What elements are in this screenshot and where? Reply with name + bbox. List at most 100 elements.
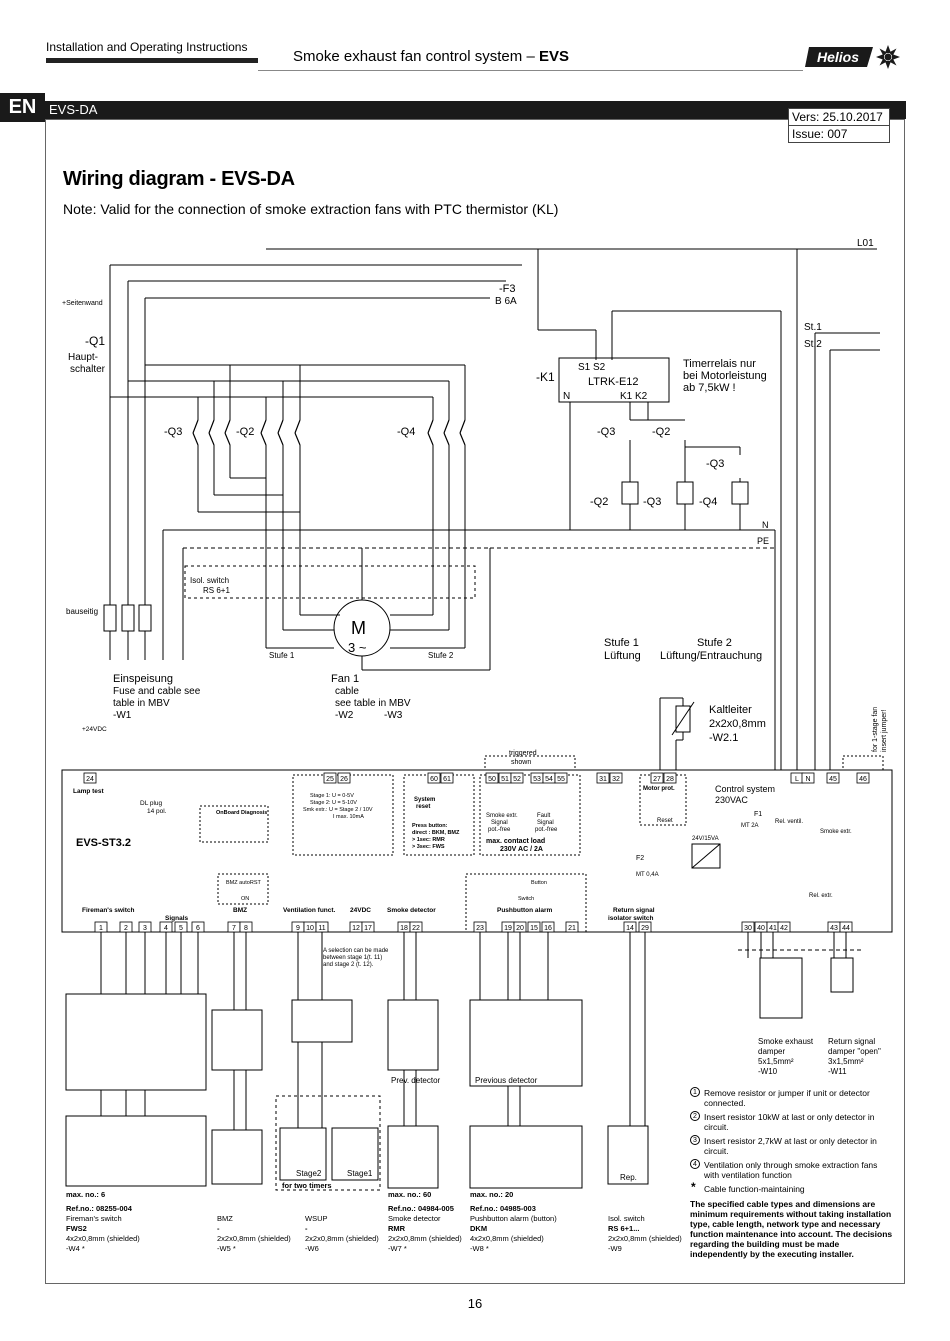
- cable-type: BMZ: [217, 1214, 233, 1223]
- header-thin-rule: [258, 70, 803, 71]
- terminal-number: 14: [626, 925, 634, 932]
- label-q4-main: -Q4: [397, 426, 415, 438]
- label-st1: St.1: [804, 322, 822, 333]
- cable-ref: Ref.no.: 04984-005: [388, 1204, 454, 1213]
- terminal-box: [440, 772, 454, 784]
- label-relventil: Rel. ventil.: [775, 819, 803, 825]
- label-n-bus: N: [762, 520, 769, 530]
- label-control-2: 230VAC: [715, 795, 748, 805]
- cable-tag: -W6: [305, 1244, 319, 1253]
- doc-id-tab: EVS-DA: [45, 101, 112, 119]
- terminal-number: 18: [400, 925, 408, 932]
- terminal-box: [777, 921, 791, 933]
- label-prev-det: Prev. detector: [391, 1076, 441, 1085]
- terminal-number: 50: [488, 776, 496, 783]
- label-k1-n: N: [563, 391, 570, 402]
- cable-code: RS 6+1...: [608, 1224, 639, 1233]
- cable-code: -: [305, 1224, 308, 1233]
- label-bmz: BMZ: [233, 907, 247, 914]
- terminal-number: 44: [842, 925, 850, 932]
- terminal-number: 40: [757, 925, 765, 932]
- terminal-box: [323, 772, 337, 784]
- label-fault-sig-1: Fault: [537, 813, 551, 819]
- label-einsp-3: table in MBV: [113, 698, 170, 709]
- terminal-box: [94, 921, 108, 933]
- label-v24dc: 24VDC: [350, 907, 371, 914]
- label-lamp: Lamp test: [73, 788, 105, 795]
- page-heading: Wiring diagram - EVS-DA: [63, 168, 295, 190]
- label-psu: 24V/15VA: [692, 836, 719, 842]
- terminal-number: 10: [306, 925, 314, 932]
- label-bmz-auto: BMZ autoRST: [226, 880, 261, 886]
- cable-code: -: [217, 1224, 220, 1233]
- language-tab: EN: [0, 93, 45, 122]
- terminal-number: 15: [530, 925, 538, 932]
- version-issue: Issue: 007: [789, 125, 889, 142]
- cable-type: WSUP: [305, 1214, 328, 1223]
- label-kalt-2: 2x2x0,8mm: [709, 718, 766, 730]
- label-return-1: Return signal: [613, 907, 655, 914]
- label-smkextr: Smk extr.: U = Stage 2 / 10V: [303, 807, 373, 813]
- version-box: Vers: 25.10.2017 Issue: 007: [788, 108, 890, 143]
- terminal-number: 19: [504, 925, 512, 932]
- terminal-number: 21: [568, 925, 576, 932]
- label-q2-aux: -Q2: [652, 426, 670, 438]
- legend-marker: 3: [690, 1135, 700, 1145]
- terminal-box: [856, 772, 870, 784]
- terminal-number: 61: [443, 776, 451, 783]
- label-control-1: Control system: [715, 784, 775, 794]
- terminal-box: [485, 772, 499, 784]
- label-retdamp-3: 3x1,5mm²: [828, 1057, 864, 1066]
- terminal-number: 20: [516, 925, 524, 932]
- label-f1: F1: [754, 811, 762, 818]
- label-mt2a: MT 2A: [741, 823, 759, 829]
- legend-marker: 1: [690, 1087, 700, 1097]
- label-on: ON: [241, 896, 249, 902]
- label-stufe2-txt-2: Lüftung/Entrauchung: [660, 650, 762, 662]
- label-q3-coil: -Q3: [643, 496, 661, 508]
- label-push-alarm: Pushbutton alarm: [497, 907, 552, 914]
- label-k1: -K1: [536, 370, 555, 384]
- label-24vdc: +24VDC: [82, 726, 107, 733]
- terminal-box: [159, 921, 173, 933]
- terminal-number: 27: [653, 776, 661, 783]
- terminal-number: 17: [364, 925, 372, 932]
- terminal-number: 7: [232, 925, 236, 932]
- label-retdamp-2: damper "open": [828, 1047, 881, 1056]
- terminal-box: [510, 772, 524, 784]
- terminal-box: [826, 772, 840, 784]
- label-two-timers: for two timers: [282, 1181, 332, 1190]
- cable-type: Smoke detector: [388, 1214, 441, 1223]
- terminal-box: [638, 921, 652, 933]
- label-fan-4: -W2: [335, 710, 354, 721]
- label-kalt-1: Kaltleiter: [709, 704, 752, 716]
- terminal-number: 26: [340, 776, 348, 783]
- terminal-number: N: [805, 776, 810, 783]
- label-hauptschalter-2: schalter: [70, 364, 106, 375]
- label-max20: max. no.: 20: [470, 1190, 513, 1199]
- label-fan-5: -W3: [384, 710, 403, 721]
- terminal-number: 25: [326, 776, 334, 783]
- label-k1k2: K1 K2: [620, 391, 648, 402]
- label-mt04a: MT 0,4A: [636, 872, 659, 878]
- label-return-2: isolator switch: [608, 915, 654, 922]
- terminal-number: 22: [412, 925, 420, 932]
- terminal-box: [239, 921, 253, 933]
- label-f3: -F3: [499, 283, 516, 295]
- label-hauptschalter-1: Haupt-: [68, 352, 98, 363]
- label-triggered-1: triggered: [509, 750, 537, 757]
- label-damper-4: -W10: [758, 1067, 778, 1076]
- label-damper-2: damper: [758, 1047, 785, 1056]
- terminal-number: 32: [612, 776, 620, 783]
- label-retdamp-4: -W11: [828, 1067, 847, 1076]
- terminal-number: 12: [352, 925, 360, 932]
- label-stufe1-txt-2: Lüftung: [604, 650, 641, 662]
- terminal-box: [473, 921, 487, 933]
- label-firemans: Fireman's switch: [82, 907, 135, 914]
- label-evs: EVS-ST3.2: [76, 837, 131, 849]
- terminal-box: [541, 921, 555, 933]
- terminal-number: 54: [545, 776, 553, 783]
- terminal-number: 30: [744, 925, 752, 932]
